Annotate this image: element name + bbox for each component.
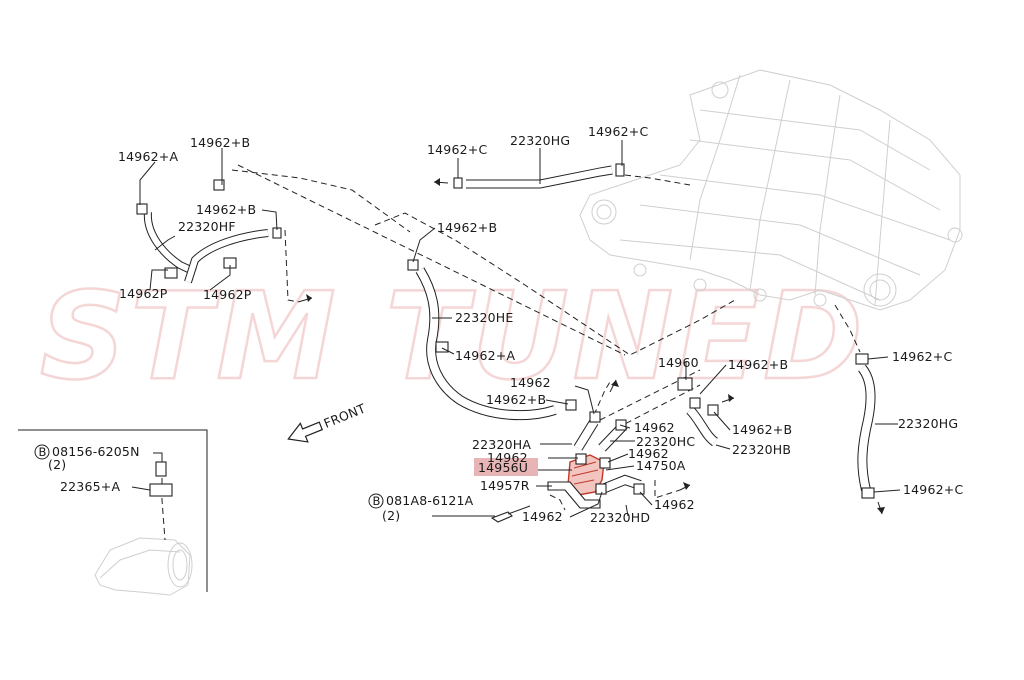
hose-22320he[interactable] (415, 267, 557, 421)
hose-22320hg-right[interactable] (857, 364, 876, 492)
label-14960[interactable]: 14960 (658, 355, 699, 370)
label-08156-qty: (2) (48, 457, 66, 472)
label-14962A-c[interactable]: 14962+A (455, 348, 515, 363)
label-14962-d[interactable]: 14962 (628, 446, 669, 461)
direction-arrows (297, 178, 885, 515)
label-14962P-a[interactable]: 14962P (119, 286, 168, 301)
label-14962-c[interactable]: 14962 (487, 450, 528, 465)
label-14962B-mid[interactable]: 14962+B (196, 202, 256, 217)
label-14962P-b[interactable]: 14962P (203, 287, 252, 302)
label-14962B-d[interactable]: 14962+B (486, 392, 546, 407)
label-081A8[interactable]: 081A8-6121A (386, 493, 474, 508)
hose-22320hg-top[interactable] (466, 165, 613, 189)
bolt-081a8[interactable] (490, 505, 531, 523)
sensor-22365a[interactable] (149, 461, 173, 497)
hose-22320hb[interactable] (686, 406, 719, 447)
label-14962-e[interactable]: 14962 (522, 509, 563, 524)
label-14962B-r1[interactable]: 14962+B (728, 357, 788, 372)
part-labels: 14962+A 14962+B 14962+B 22320HF 14962P 1… (48, 124, 963, 525)
label-22320HG-t[interactable]: 22320HG (510, 133, 570, 148)
highlight-14956u (474, 458, 538, 476)
label-14962B-r2[interactable]: 14962+B (732, 422, 792, 437)
hose-clips (136, 163, 875, 499)
watermark: STM TUNED (40, 268, 867, 407)
svg-text:B: B (39, 445, 47, 459)
throttle-body-ghost (94, 537, 193, 596)
leader-lines (131, 140, 901, 518)
label-22320HG-r[interactable]: 22320HG (898, 416, 958, 431)
label-14962-f[interactable]: 14962 (654, 497, 695, 512)
label-14962A-tl[interactable]: 14962+A (118, 149, 178, 164)
bolt-marker-081a8: B (368, 493, 384, 509)
label-14750A[interactable]: 14750A (636, 458, 686, 473)
bolt-marker-08156: B (34, 444, 50, 460)
label-14962B-tl[interactable]: 14962+B (190, 135, 250, 150)
hose-22320hd[interactable] (598, 474, 642, 495)
label-14962-a[interactable]: 14962 (510, 375, 551, 390)
label-14962-b[interactable]: 14962 (634, 420, 675, 435)
label-22320HA[interactable]: 22320HA (472, 437, 531, 452)
label-22365A[interactable]: 22365+A (60, 479, 120, 494)
label-14962B-c[interactable]: 14962+B (437, 220, 497, 235)
label-14956U[interactable]: 14956U (478, 460, 528, 475)
label-22320HC[interactable]: 22320HC (636, 434, 695, 449)
svg-text:B: B (373, 494, 381, 508)
intake-manifold-ghost (579, 69, 963, 311)
label-08156[interactable]: 08156-6205N (52, 444, 140, 459)
label-14962C-t2[interactable]: 14962+C (588, 124, 648, 139)
label-22320HE[interactable]: 22320HE (455, 310, 513, 325)
label-22320HD[interactable]: 22320HD (590, 510, 650, 525)
label-14962C-r1[interactable]: 14962+C (892, 349, 952, 364)
label-14962C-r2[interactable]: 14962+C (903, 482, 963, 497)
label-081A8-qty: (2) (382, 508, 400, 523)
label-22320HB[interactable]: 22320HB (732, 442, 791, 457)
hose-22320ha[interactable] (573, 419, 599, 451)
label-14957R[interactable]: 14957R (480, 478, 530, 493)
inset-frame (18, 429, 208, 592)
label-14962C-t1[interactable]: 14962+C (427, 142, 487, 157)
bracket-14957r[interactable] (547, 481, 601, 509)
label-22320HF[interactable]: 22320HF (178, 219, 236, 234)
